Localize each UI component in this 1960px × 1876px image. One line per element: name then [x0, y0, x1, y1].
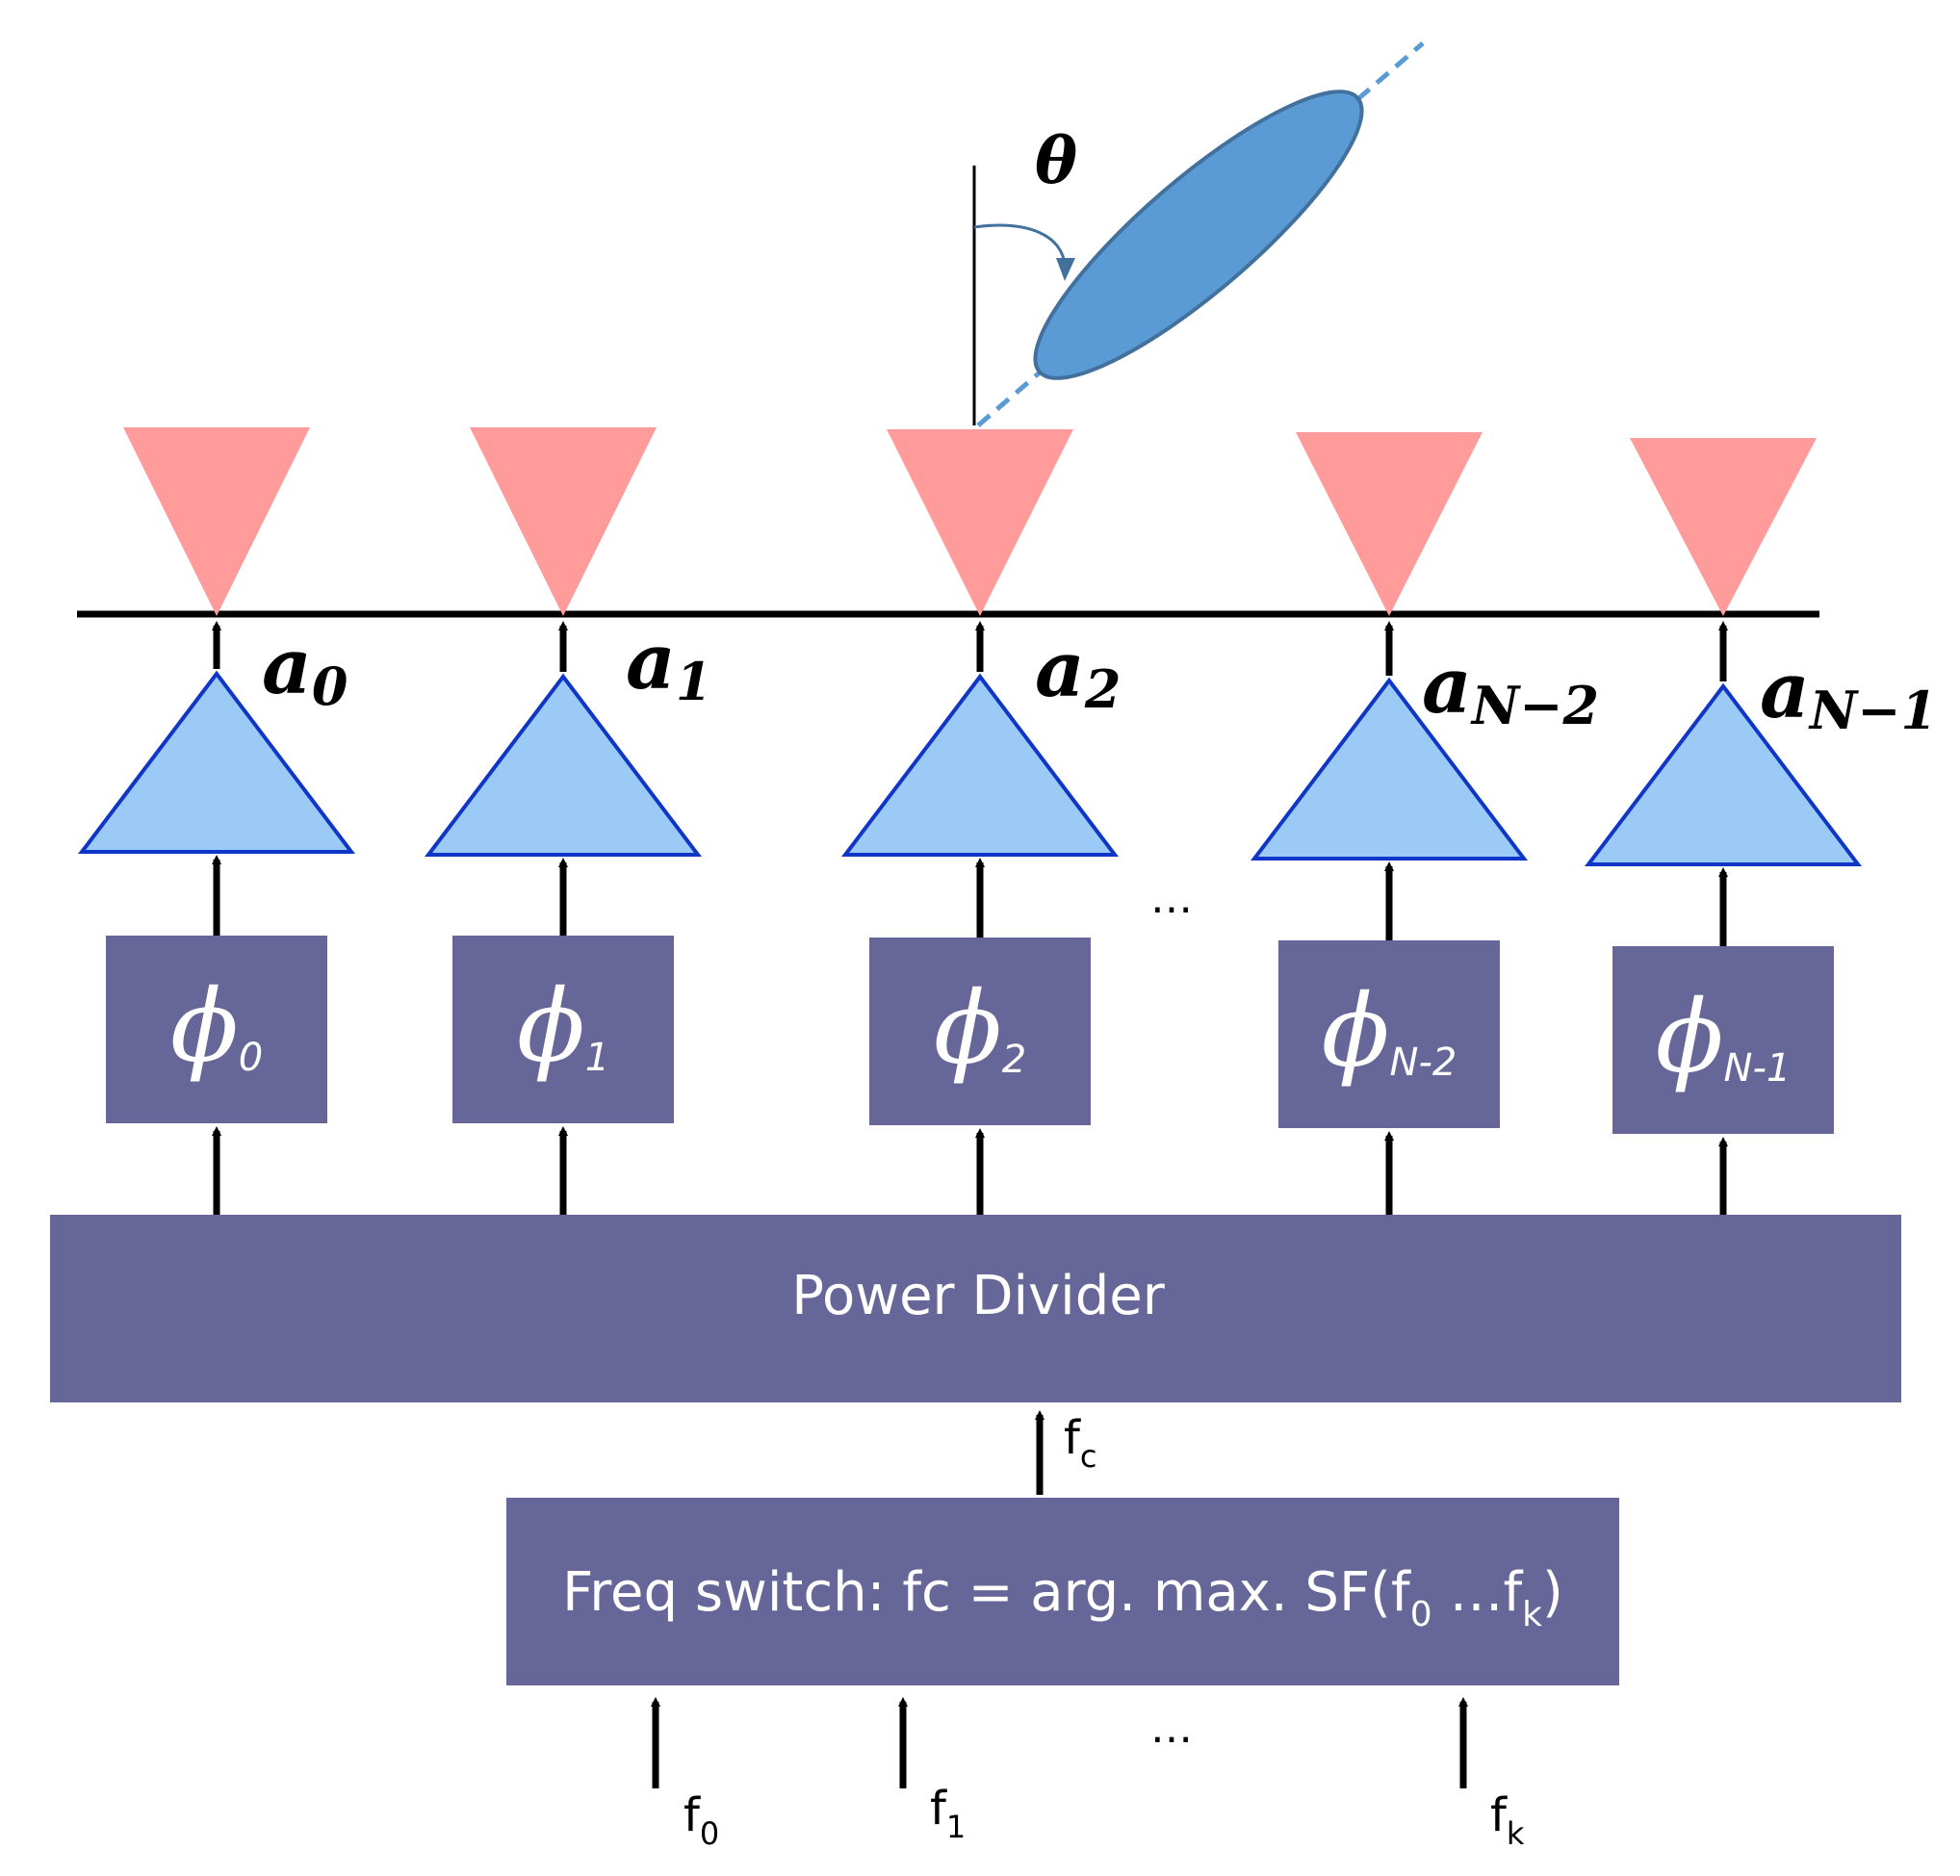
amplitude-coefficient-label: aN−2 [1422, 640, 1599, 736]
phase-subscript: 1 [585, 1036, 609, 1080]
input-label-f0: f0 [683, 1788, 719, 1852]
phase-symbol: ϕ [1656, 978, 1724, 1095]
phase-subscript: 0 [239, 1036, 263, 1080]
antenna-triangle [887, 429, 1073, 616]
amplitude-coefficient-label: a2 [1035, 624, 1121, 720]
phase-shifter-block [1612, 946, 1834, 1134]
antenna-triangle [1296, 432, 1483, 616]
amplifier-triangle [1250, 677, 1529, 861]
beam-pattern: θ [972, 41, 1425, 427]
phase-subscript: N-1 [1724, 1046, 1792, 1091]
amp-subscript: 2 [1084, 658, 1122, 720]
phase-subscript: 2 [1002, 1038, 1026, 1082]
amplitude-coefficient-label: aN−1 [1760, 645, 1937, 741]
amp-subscript: 1 [676, 651, 712, 712]
amp-symbol: a [1760, 645, 1810, 735]
antenna-triangle [470, 427, 657, 616]
angle-arc [973, 223, 1067, 267]
amplifier-triangle [1584, 682, 1863, 866]
phase-shifter-block [869, 938, 1091, 1125]
fc-label: fc [1064, 1411, 1097, 1475]
amp-symbol: a [1035, 624, 1085, 714]
amplitude-coefficient-label: a1 [626, 616, 711, 712]
array-ellipsis: … [1150, 874, 1193, 923]
antenna-triangle [1630, 438, 1817, 616]
amp-symbol: a [262, 621, 312, 711]
amp-symbol: a [626, 616, 676, 707]
input-ellipsis: … [1150, 1704, 1193, 1753]
angle-arc-arrow [1056, 258, 1075, 281]
freq-switch-block [506, 1498, 1619, 1685]
freq-switch-label: Freq switch: fc = arg. max. SF(f0 …fk) [562, 1561, 1563, 1634]
phase-shifter-label: ϕ0 [170, 967, 263, 1085]
array-element: ϕN-1 aN−1 [1584, 438, 1937, 1215]
amp-subscript: N−1 [1808, 680, 1937, 741]
amplifier-triangle [840, 673, 1120, 857]
phase-symbol: ϕ [170, 967, 239, 1085]
amp-subscript: 0 [312, 655, 348, 717]
phase-shifter-block [452, 936, 674, 1123]
phase-shifter-block [1278, 940, 1500, 1128]
antenna-triangle [123, 427, 310, 616]
amplitude-coefficient-label: a0 [262, 621, 348, 717]
amp-subscript: N−2 [1470, 675, 1599, 736]
phase-shifter-label: ϕN-1 [1656, 978, 1792, 1095]
angle-theta-label: θ [1035, 123, 1077, 198]
amplifier-triangle [424, 673, 703, 857]
phase-symbol: ϕ [517, 967, 585, 1085]
phase-shifter-label: ϕN-2 [1322, 972, 1457, 1090]
beam-lobe [1033, 90, 1364, 380]
input-label-f1: f1 [930, 1782, 966, 1845]
phase-symbol: ϕ [1322, 972, 1390, 1090]
power-divider-block [50, 1215, 1901, 1402]
power-divider-label: Power Divider [791, 1265, 1165, 1327]
phase-shifter-block [106, 936, 327, 1123]
amplifier-triangle [77, 670, 356, 854]
phase-subscript: N-2 [1390, 1041, 1457, 1085]
array-element: ϕN-2 aN−2 [1250, 432, 1599, 1215]
phase-shifter-label: ϕ2 [934, 969, 1026, 1087]
input-label-fk: fk [1490, 1788, 1525, 1852]
phase-symbol: ϕ [934, 969, 1002, 1087]
amp-symbol: a [1422, 640, 1472, 731]
phase-shifter-label: ϕ1 [517, 967, 609, 1085]
